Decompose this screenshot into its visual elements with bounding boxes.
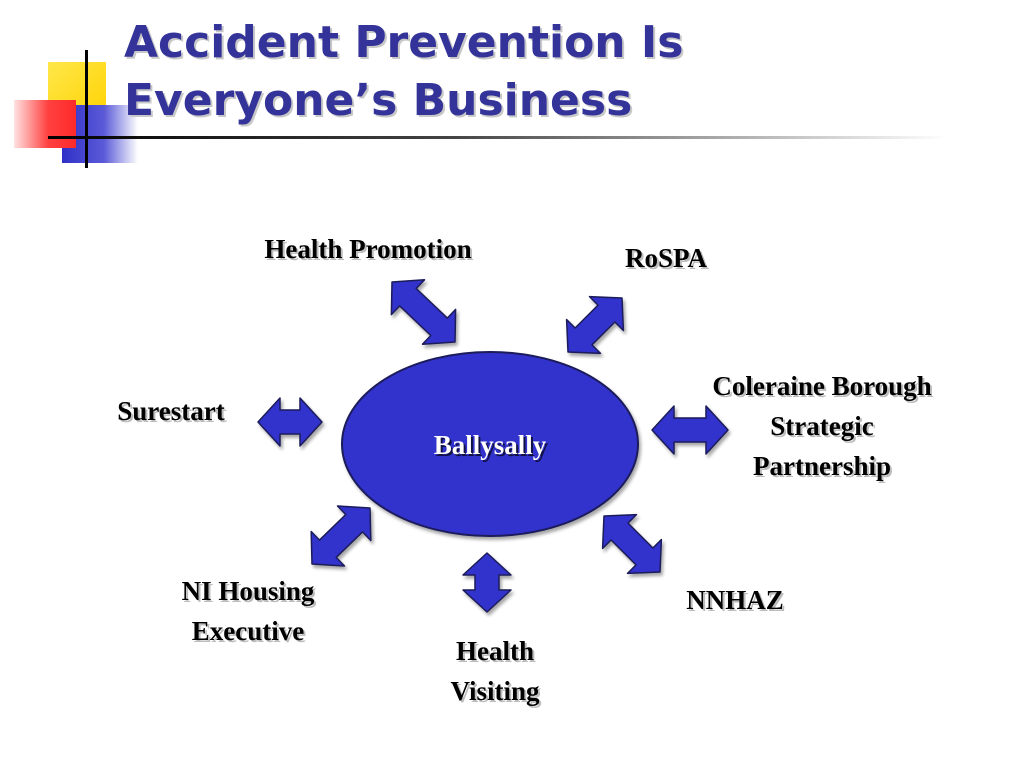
slide-title: Accident Prevention Is Everyone’s Busine… — [124, 14, 684, 130]
node-label-line-1: NI Housing — [181, 576, 315, 606]
node-surestart: Surestart — [96, 391, 246, 431]
node-label: NNHAZ — [686, 585, 784, 615]
arrow-coleraine — [651, 405, 729, 455]
deco-red-square — [14, 100, 76, 148]
arrow-rospa — [565, 295, 625, 355]
node-label-line-1: Health — [456, 636, 534, 666]
title-line-1: Accident Prevention Is — [124, 17, 684, 68]
deco-vertical-line — [85, 50, 88, 168]
node-coleraine-borough: Coleraine Borough Strategic Partnership — [672, 366, 972, 486]
node-label-line-1: Coleraine Borough — [712, 371, 932, 401]
arrow-health-promotion — [390, 279, 457, 345]
arrow-ni-housing — [310, 505, 372, 567]
node-label-line-3: Partnership — [753, 451, 891, 481]
node-rospa: RoSPA — [596, 238, 736, 278]
node-label: Health Promotion — [264, 234, 472, 264]
center-ellipse — [341, 351, 639, 537]
center-label: Ballysally — [433, 430, 547, 460]
node-label-line-2: Executive — [191, 616, 305, 646]
arrow-surestart — [257, 397, 323, 447]
node-ni-housing-executive: NI Housing Executive — [148, 571, 348, 651]
node-label-line-2: Strategic — [770, 411, 874, 441]
arrow-health-visiting — [462, 552, 512, 613]
node-health-promotion: Health Promotion — [230, 229, 506, 269]
arrow-nnhaz — [601, 513, 663, 575]
node-label-line-2: Visiting — [450, 676, 540, 706]
title-line-2: Everyone’s Business — [124, 75, 633, 126]
title-underline — [48, 136, 948, 139]
node-health-visiting: Health Visiting — [420, 631, 570, 711]
node-label: Surestart — [117, 396, 225, 426]
node-nnhaz: NNHAZ — [660, 580, 810, 620]
node-label: RoSPA — [624, 243, 707, 273]
